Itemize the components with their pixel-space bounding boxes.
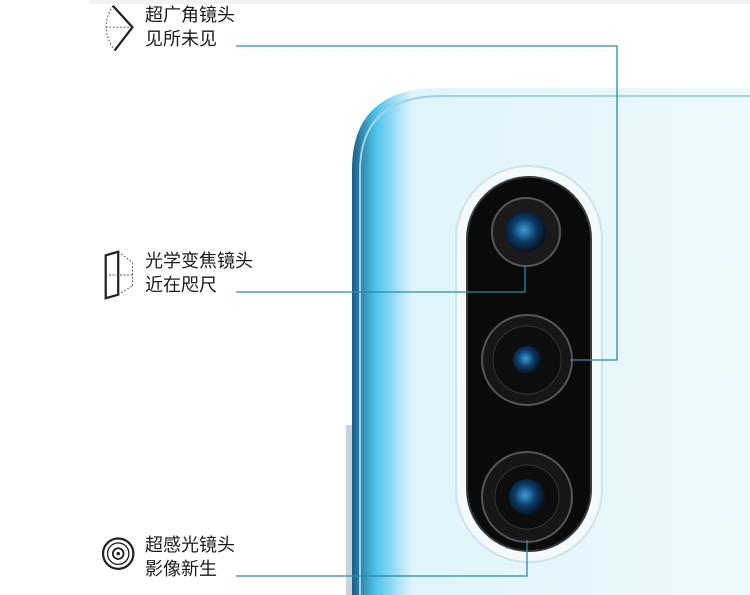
leader-lines bbox=[236, 45, 618, 577]
zoom-lens-icon bbox=[104, 250, 133, 300]
feature-subtitle: 见所未见 bbox=[145, 29, 217, 50]
feature-subtitle: 影像新生 bbox=[145, 559, 217, 580]
feature-subtitle: 近在咫尺 bbox=[145, 275, 217, 296]
telephoto-lens bbox=[481, 451, 573, 543]
wide-angle-lens bbox=[491, 197, 561, 267]
feature-title: 光学变焦镜头 bbox=[145, 251, 253, 272]
feature-title: 超广角镜头 bbox=[145, 5, 235, 26]
sensitive-lens-icon bbox=[101, 537, 135, 570]
main-lens bbox=[481, 314, 573, 406]
feature-title: 超感光镜头 bbox=[145, 535, 235, 556]
top-divider bbox=[90, 0, 750, 4]
wide-angle-icon bbox=[105, 5, 134, 52]
